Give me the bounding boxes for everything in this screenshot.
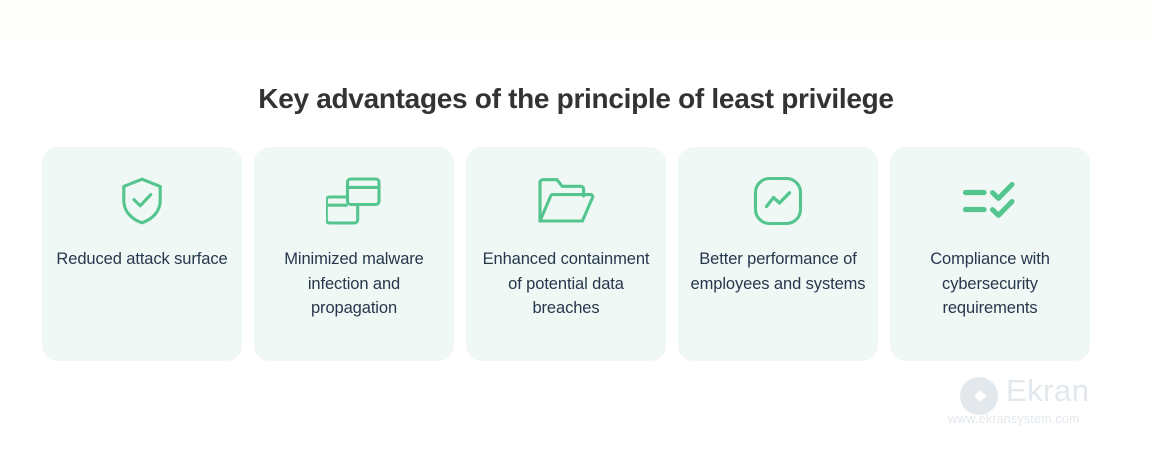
- advantage-card-label: Minimized malware infection and propagat…: [284, 250, 424, 317]
- overlapping-windows-icon: [326, 175, 382, 227]
- shield-check-icon: [119, 175, 165, 227]
- advantage-card-enhanced-containment: Enhanced containment of potential data b…: [466, 147, 666, 361]
- advantage-card-label: Compliance with cybersecurity requiremen…: [930, 250, 1050, 317]
- advantages-card-row: Reduced attack surface Minimized malware…: [42, 147, 1090, 361]
- ekran-chevron-logo-icon: [960, 377, 998, 420]
- brand-name: Ekran: [1006, 373, 1090, 408]
- advantage-card-label: Reduced attack surface: [56, 250, 228, 268]
- open-folder-icon: [537, 175, 595, 227]
- checklist-icon: [962, 175, 1018, 227]
- performance-chart-icon: [753, 175, 803, 227]
- top-band: [0, 0, 1152, 40]
- advantage-card-label: Better performance of employees and syst…: [690, 250, 866, 293]
- brand-url: www.ekransystem.com: [948, 412, 1080, 426]
- advantage-card-minimized-malware: Minimized malware infection and propagat…: [254, 147, 454, 361]
- page-title: Key advantages of the principle of least…: [258, 83, 894, 114]
- brand-watermark: Ekran www.ekransystem.com: [948, 373, 1098, 427]
- advantage-card-compliance: Compliance with cybersecurity requiremen…: [890, 147, 1090, 361]
- advantage-card-reduced-attack-surface: Reduced attack surface: [42, 147, 242, 361]
- advantage-card-label: Enhanced containment of potential data b…: [482, 250, 650, 317]
- advantage-card-better-performance: Better performance of employees and syst…: [678, 147, 878, 361]
